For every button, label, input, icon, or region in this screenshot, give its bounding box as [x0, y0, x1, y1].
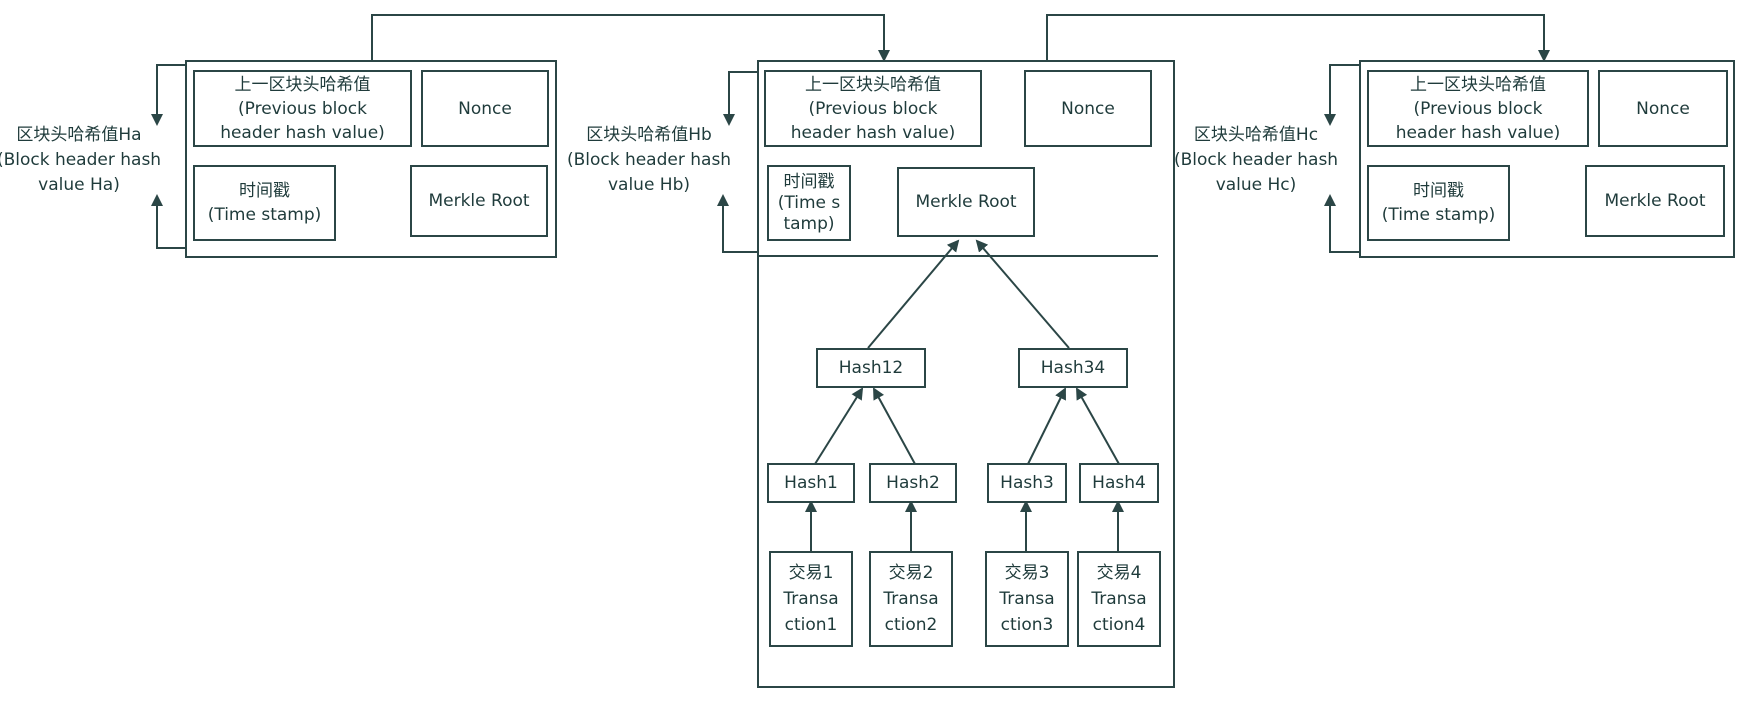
transaction4-line3: ction4 — [1092, 615, 1146, 635]
hc-bracket-bottom — [1324, 194, 1360, 253]
block-c-nonce: Nonce — [1636, 98, 1690, 119]
block-b-hash-label-line2: (Block header hash — [566, 150, 732, 170]
block-c-prev-hash-line2: (Previous block — [1413, 98, 1543, 119]
block-b-timestamp-line1: 时间戳 — [783, 171, 835, 192]
hash34-node: Hash34 — [1018, 348, 1128, 388]
block-a-nonce: Nonce — [458, 98, 512, 119]
transaction4-line1: 交易4 — [1096, 563, 1142, 583]
transaction3-line1: 交易3 — [1004, 563, 1050, 583]
transaction2-line3: ction2 — [884, 615, 938, 635]
hb-bracket-bottom — [717, 194, 758, 253]
ha-bracket-top — [151, 64, 186, 126]
link-a-to-b — [371, 14, 890, 62]
block-a-hash-label-line2: (Block header hash — [0, 150, 162, 170]
block-a-prev-hash-line3: header hash value) — [220, 122, 385, 143]
transaction1-node: 交易1 Transa ction1 — [769, 551, 853, 647]
link-b-to-c — [1046, 14, 1550, 62]
transaction2-line1: 交易2 — [888, 563, 934, 583]
block-c-prev-hash-box: 上一区块头哈希值 (Previous block header hash val… — [1367, 70, 1589, 147]
block-b-merkle-root-box: Merkle Root — [897, 167, 1035, 237]
block-a-merkle-root: Merkle Root — [428, 191, 530, 211]
block-c-timestamp-box: 时间戳 (Time stamp) — [1367, 165, 1510, 241]
hash34-label: Hash34 — [1040, 358, 1106, 378]
edge-hash12-to-merkle-root — [867, 239, 960, 349]
block-c-prev-hash-line1: 上一区块头哈希值 — [1410, 74, 1546, 95]
block-b-hash-label-line1: 区块头哈希值Hb — [586, 125, 712, 145]
block-b-timestamp-line2: (Time s — [777, 192, 841, 213]
block-a-nonce-box: Nonce — [421, 70, 549, 147]
hash2-node: Hash2 — [869, 463, 957, 503]
transaction4-line2: Transa — [1091, 589, 1147, 609]
block-b-nonce: Nonce — [1061, 98, 1115, 119]
block-c-merkle-root: Merkle Root — [1604, 191, 1706, 211]
block-b-merkle-root: Merkle Root — [915, 192, 1017, 212]
block-b-prev-hash-line1: 上一区块头哈希值 — [805, 74, 941, 95]
edge-hash1-to-hash12 — [814, 387, 864, 465]
block-c-hash-label: 区块头哈希值Hc (Block header hash value Hc) — [1174, 123, 1338, 198]
transaction1-line2: Transa — [783, 589, 839, 609]
transaction4-node: 交易4 Transa ction4 — [1077, 551, 1161, 647]
hash3-label: Hash3 — [1000, 473, 1054, 493]
block-c-nonce-box: Nonce — [1598, 70, 1728, 147]
block-a-hash-label-line3: value Ha) — [38, 175, 120, 195]
hc-bracket-top — [1324, 64, 1360, 126]
block-b — [757, 60, 1175, 688]
hash2-label: Hash2 — [886, 473, 940, 493]
block-a — [185, 60, 557, 258]
ha-bracket-bottom — [151, 194, 186, 249]
block-a-timestamp-box: 时间戳 (Time stamp) — [193, 165, 336, 241]
edge-hash3-to-hash34 — [1027, 387, 1066, 465]
hash12-label: Hash12 — [838, 358, 904, 378]
hash12-node: Hash12 — [816, 348, 926, 388]
hash3-node: Hash3 — [987, 463, 1067, 503]
block-a-prev-hash-box: 上一区块头哈希值 (Previous block header hash val… — [193, 70, 412, 147]
block-c-hash-label-line3: value Hc) — [1215, 175, 1297, 195]
block-b-timestamp-box: 时间戳 (Time s tamp) — [767, 165, 851, 241]
block-b-hash-label: 区块头哈希值Hb (Block header hash value Hb) — [567, 123, 731, 198]
block-c-timestamp-line1: 时间戳 — [1413, 181, 1464, 201]
transaction3-node: 交易3 Transa ction3 — [985, 551, 1069, 647]
block-c-hash-label-line1: 区块头哈希值Hc — [1193, 125, 1319, 145]
hb-bracket-top — [723, 71, 758, 126]
block-b-hash-label-line3: value Hb) — [607, 175, 691, 195]
block-c-merkle-root-box: Merkle Root — [1585, 165, 1725, 237]
block-a-timestamp-line2: (Time stamp) — [207, 205, 322, 225]
edge-hash4-to-hash34 — [1076, 387, 1120, 465]
block-b-nonce-box: Nonce — [1024, 70, 1152, 147]
transaction1-line1: 交易1 — [788, 563, 834, 583]
block-c-hash-label-line2: (Block header hash — [1173, 150, 1339, 170]
hash1-node: Hash1 — [767, 463, 855, 503]
transaction2-line2: Transa — [883, 589, 939, 609]
block-c-timestamp-line2: (Time stamp) — [1381, 205, 1496, 225]
block-a-hash-label: 区块头哈希值Ha (Block header hash value Ha) — [0, 123, 161, 198]
block-a-prev-hash-line2: (Previous block — [238, 98, 367, 119]
hash1-label: Hash1 — [784, 473, 838, 493]
block-b-prev-hash-line3: header hash value) — [790, 122, 956, 143]
hash4-node: Hash4 — [1079, 463, 1159, 503]
block-c-prev-hash-line3: header hash value) — [1395, 122, 1561, 143]
transaction2-node: 交易2 Transa ction2 — [869, 551, 953, 647]
hash4-label: Hash4 — [1092, 473, 1146, 493]
block-b-prev-hash-line2: (Previous block — [808, 98, 938, 119]
block-b-timestamp-line3: tamp) — [783, 213, 835, 234]
edge-hash34-to-merkle-root — [975, 239, 1070, 349]
block-a-hash-label-line1: 区块头哈希值Ha — [16, 125, 142, 145]
edge-hash2-to-hash12 — [873, 387, 916, 465]
transaction3-line3: ction3 — [1000, 615, 1054, 635]
transaction3-line2: Transa — [999, 589, 1055, 609]
block-a-timestamp-line1: 时间戳 — [239, 181, 290, 201]
block-a-prev-hash-line1: 上一区块头哈希值 — [234, 74, 371, 95]
block-a-merkle-root-box: Merkle Root — [410, 165, 548, 237]
block-c — [1359, 60, 1735, 258]
block-b-prev-hash-box: 上一区块头哈希值 (Previous block header hash val… — [764, 70, 982, 147]
transaction1-line3: ction1 — [784, 615, 838, 635]
